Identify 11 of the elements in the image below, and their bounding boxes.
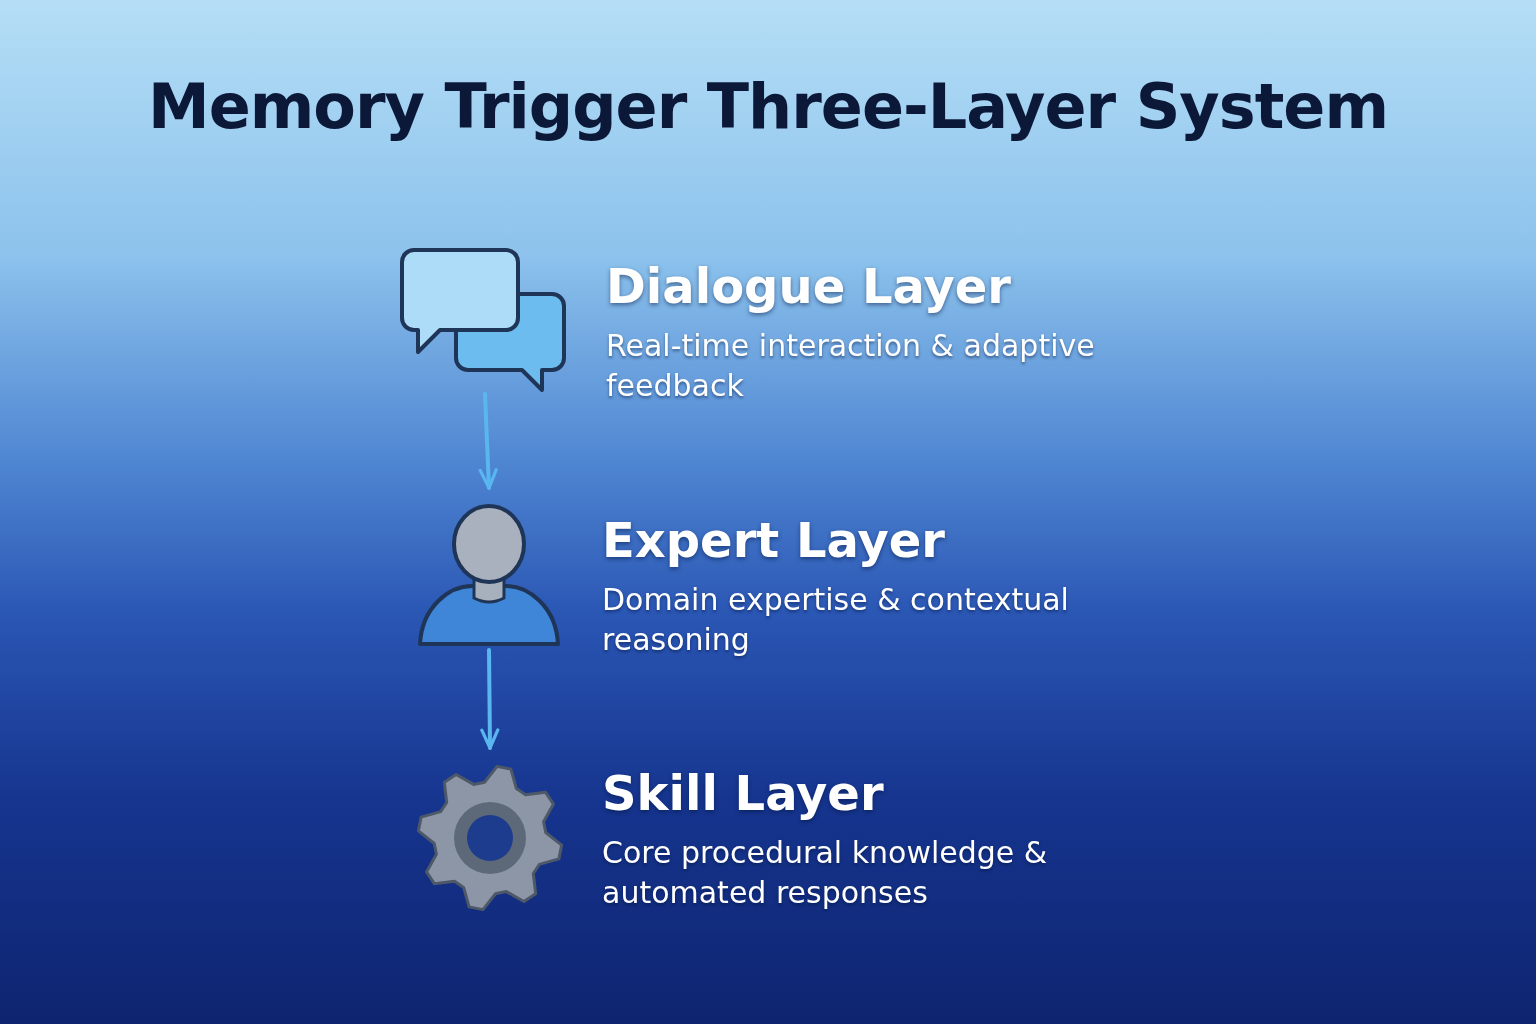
arrow: [478, 392, 498, 490]
layer-heading: Expert Layer: [602, 512, 945, 568]
diagram-title: Memory Trigger Three-Layer System: [147, 70, 1389, 143]
layer-heading: Dialogue Layer: [606, 258, 1011, 314]
arrow: [480, 648, 500, 750]
layer-description: Real-time interaction & adaptive feedback: [606, 327, 1096, 405]
gear-icon: [414, 762, 566, 914]
person-icon: [416, 502, 562, 648]
layer-description: Core procedural knowledge & automated responses: [602, 834, 1049, 912]
layer-description: Domain expertise & contextual reasoning: [602, 581, 1070, 659]
layer-heading: Skill Layer: [602, 765, 884, 821]
